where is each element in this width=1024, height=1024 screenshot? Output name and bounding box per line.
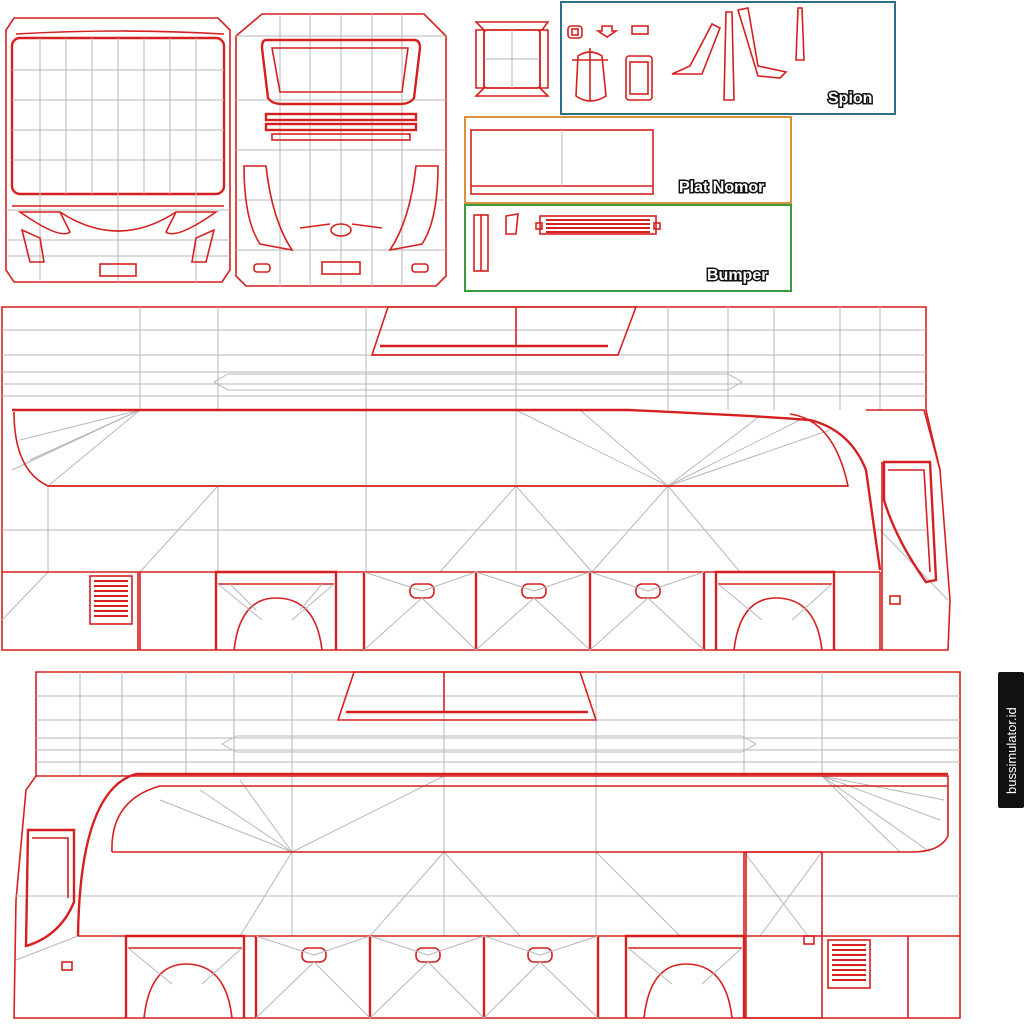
side-panel-left bbox=[1, 306, 951, 651]
watermark-text: bussimulator.id bbox=[1004, 707, 1019, 794]
rear-view-panel bbox=[5, 17, 231, 283]
front-view-panel bbox=[235, 13, 447, 287]
plate-section: Plat Nomor bbox=[464, 116, 792, 204]
watermark: bussimulator.id bbox=[998, 672, 1024, 808]
bumper-label: Bumper bbox=[707, 267, 767, 284]
side-panel-right bbox=[13, 671, 961, 1019]
roof-hatch-part bbox=[474, 21, 550, 97]
mirror-label: Spion bbox=[828, 90, 872, 107]
plate-label: Plat Nomor bbox=[679, 179, 764, 196]
bumper-section: Bumper bbox=[464, 204, 792, 292]
mirror-section: Spion bbox=[560, 1, 896, 115]
